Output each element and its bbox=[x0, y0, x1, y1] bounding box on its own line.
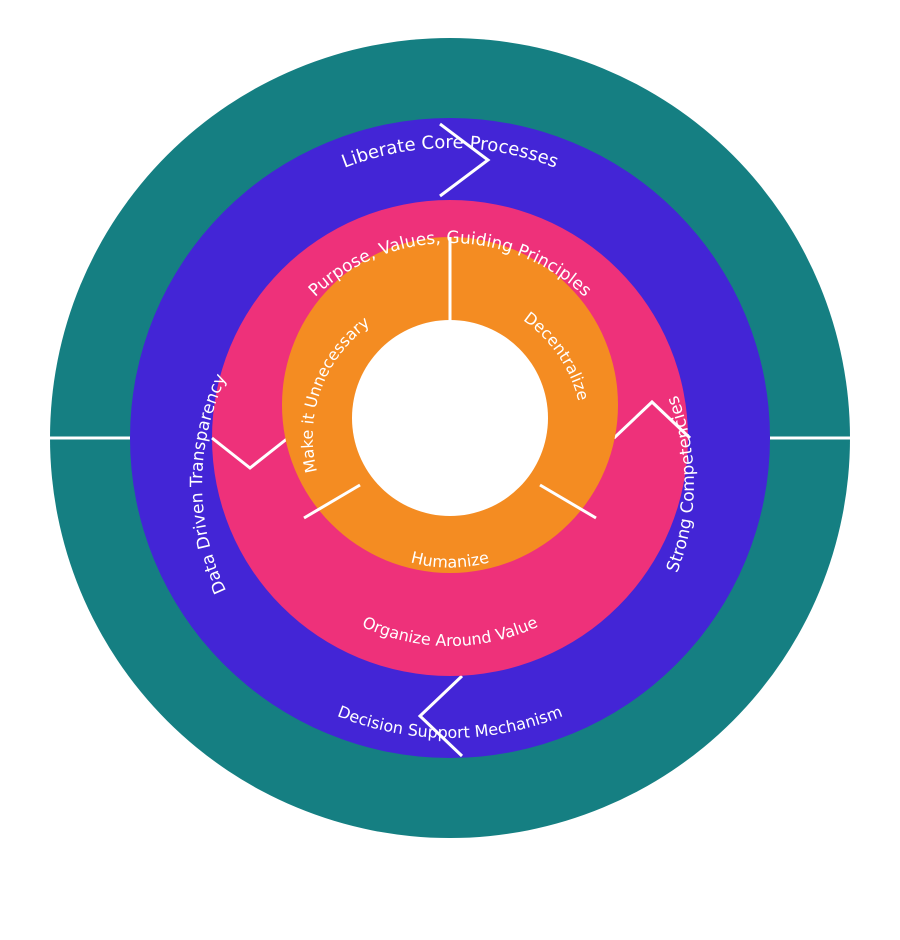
second-ring-arrow-bottom bbox=[417, 674, 464, 758]
second-ring-arrow-top bbox=[439, 122, 491, 198]
inner-ring-divider-lower-left bbox=[303, 483, 361, 520]
center-circle bbox=[352, 320, 548, 516]
inner-ring-divider-lower-right bbox=[539, 483, 597, 520]
third-ring-arrow-left bbox=[211, 436, 289, 470]
third-ring-arrow-right bbox=[612, 399, 692, 440]
